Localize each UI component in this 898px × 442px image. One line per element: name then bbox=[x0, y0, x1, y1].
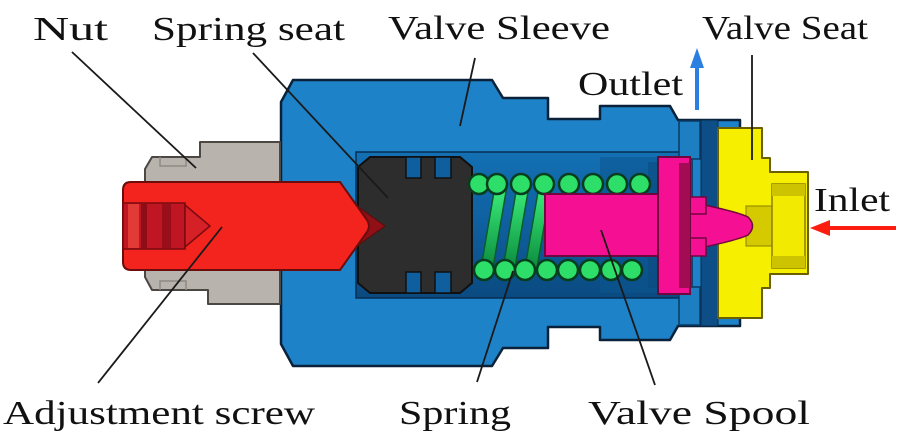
spring-coil-circle bbox=[557, 172, 581, 196]
spring-coil-circle bbox=[485, 172, 509, 196]
inlet-bore-face bbox=[771, 183, 806, 269]
spring-coil-circle bbox=[535, 258, 559, 282]
nut-groove-line bbox=[159, 157, 187, 167]
spring-leader-line bbox=[476, 270, 514, 383]
spring-coil-circle bbox=[513, 258, 537, 282]
label-valve-spool: Valve Spool bbox=[588, 395, 810, 432]
outlet-arrow-icon bbox=[690, 48, 704, 110]
nut-group bbox=[144, 141, 281, 305]
spring-group bbox=[467, 172, 652, 282]
spring-seat-leader-line bbox=[252, 52, 389, 199]
label-spring-seat: Spring seat bbox=[152, 11, 346, 48]
inlet-arrow-icon bbox=[810, 220, 896, 236]
label-inlet: Inlet bbox=[814, 182, 891, 219]
nut-leader-line bbox=[71, 51, 197, 169]
hex-socket-facet bbox=[128, 204, 139, 248]
spring-seat-shape bbox=[357, 156, 473, 294]
label-outlet: Outlet bbox=[578, 66, 684, 103]
label-adjustment-screw: Adjustment screw bbox=[3, 395, 316, 432]
valve-seat-group bbox=[717, 127, 809, 319]
inlet-bore-shade bbox=[772, 184, 805, 196]
spring-seat-notch bbox=[434, 271, 452, 294]
label-nut: Nut bbox=[33, 11, 109, 48]
spring-seat-notch bbox=[434, 156, 452, 179]
label-valve-seat: Valve Seat bbox=[702, 10, 869, 47]
hex-socket-facet bbox=[141, 204, 147, 248]
inlet-arrow-head bbox=[810, 220, 830, 236]
outlet-passage bbox=[678, 120, 701, 160]
spool-flange-shadow bbox=[679, 163, 690, 288]
label-valve-sleeve: Valve Sleeve bbox=[388, 10, 610, 47]
spring-coil-circle bbox=[556, 258, 580, 282]
valve-sleeve-leader-line bbox=[459, 57, 476, 127]
spring-coil-circle bbox=[628, 172, 652, 196]
spring-seat-notch bbox=[405, 271, 422, 294]
nut-groove-line bbox=[159, 280, 187, 290]
outlet-arrow-head bbox=[690, 48, 704, 68]
spring-coil-circle bbox=[581, 172, 605, 196]
spring-coil-circle bbox=[532, 172, 556, 196]
spring-seat-group bbox=[357, 156, 473, 294]
nut-upper-shape bbox=[144, 141, 281, 186]
hex-socket-facet bbox=[162, 204, 171, 248]
label-spring: Spring bbox=[399, 395, 511, 432]
spool-shaft bbox=[544, 193, 659, 257]
spring-coil-circle bbox=[509, 172, 533, 196]
adjustment-screw-leader-line bbox=[97, 226, 223, 384]
spring-coil-circle bbox=[605, 172, 629, 196]
spool-land bbox=[689, 237, 707, 257]
spring-seat-notch bbox=[405, 156, 422, 179]
adjustment-screw-group bbox=[122, 181, 370, 271]
spring-coil-circle bbox=[620, 258, 644, 282]
spring-coil-circle bbox=[472, 258, 496, 282]
spool-land bbox=[689, 196, 707, 215]
valve-spool-group bbox=[544, 156, 754, 295]
inlet-bore-shade bbox=[772, 256, 805, 268]
valve-spool-leader-line bbox=[600, 229, 656, 386]
hex-socket-cone bbox=[184, 203, 212, 249]
spring-coil-circle bbox=[578, 258, 602, 282]
